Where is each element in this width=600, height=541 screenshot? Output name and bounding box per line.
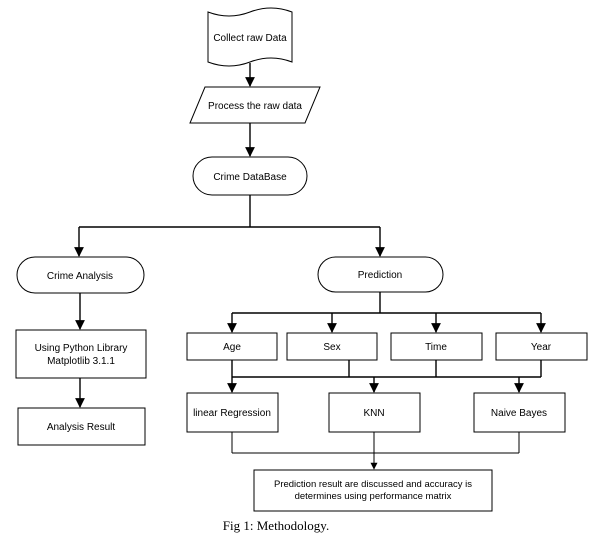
- python-library-label-line2: Matplotlib 3.1.1: [47, 356, 115, 367]
- crime-database-label: Crime DataBase: [213, 172, 287, 183]
- year-label: Year: [531, 342, 552, 353]
- year-node: [495, 332, 588, 361]
- prediction-label: Prediction: [358, 270, 402, 281]
- analysis-result-label: Analysis Result: [47, 422, 116, 433]
- linear-regression-node: [186, 392, 279, 433]
- time-node: [390, 332, 483, 361]
- age-label: Age: [223, 342, 241, 353]
- sex-label: Sex: [323, 342, 340, 353]
- knn-label: KNN: [363, 408, 384, 419]
- crime-analysis-label: Crime Analysis: [47, 271, 113, 282]
- figure-caption: Fig 1: Methodology.: [223, 518, 329, 533]
- collect-raw-data-node: [207, 7, 293, 67]
- python-library-node: [15, 329, 147, 379]
- collect-raw-data-label: Collect raw Data: [213, 33, 287, 44]
- prediction-result-node: [253, 469, 493, 512]
- prediction-result-label-line1: Prediction result are discussed and accu…: [274, 479, 472, 490]
- prediction-result-label-line2: determines using performance matrix: [295, 491, 452, 502]
- time-label: Time: [425, 342, 447, 353]
- naive-bayes-label: Naive Bayes: [491, 408, 547, 419]
- linear-regression-label: linear Regression: [193, 408, 271, 419]
- python-library-label-line1: Using Python Library: [35, 343, 128, 354]
- analysis-result-node: [17, 407, 146, 446]
- process-raw-data-node: [189, 86, 321, 124]
- process-raw-data-label: Process the raw data: [208, 101, 302, 112]
- sex-node: [286, 332, 378, 361]
- naive-bayes-node: [473, 392, 566, 433]
